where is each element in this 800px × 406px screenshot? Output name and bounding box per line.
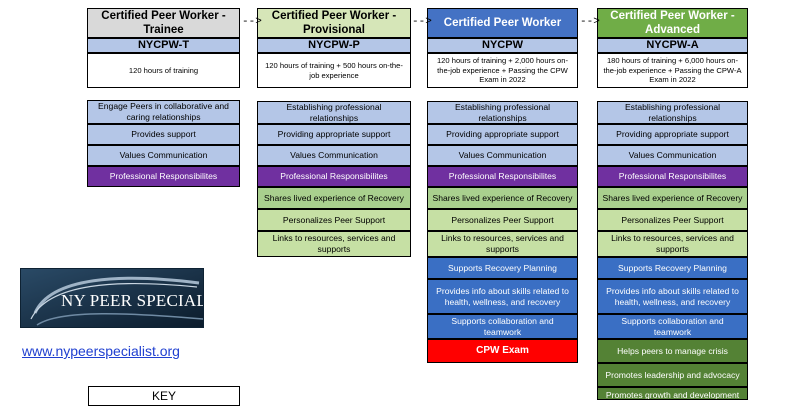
website-link[interactable]: www.nypeerspecialist.org — [22, 343, 180, 359]
competency-cell: Shares lived experience of Recovery — [597, 187, 748, 209]
competency-cell: Personalizes Peer Support — [257, 209, 411, 231]
level-code-trainee: NYCPW-T — [87, 38, 240, 53]
competency-cell: Professional Responsibilites — [87, 166, 240, 187]
competency-cell: Values Communication — [87, 145, 240, 166]
competency-cell: Provides info about skills related to he… — [597, 279, 748, 314]
competency-cell: Professional Responsibilites — [427, 166, 578, 187]
level-title-cpw: Certified Peer Worker — [427, 8, 578, 38]
competency-cell: Professional Responsibilites — [597, 166, 748, 187]
level-code-advanced: NYCPW-A — [597, 38, 748, 53]
competency-cell: Links to resources, services and support… — [597, 231, 748, 257]
level-requirements-trainee: 120 hours of training — [87, 53, 240, 88]
competency-cell: Supports collaboration and teamwork — [427, 314, 578, 339]
competency-cell: Helps peers to manage crisis — [597, 339, 748, 363]
competency-cell: Provides support — [87, 124, 240, 145]
competency-cell: Engage Peers in collaborative and caring… — [87, 100, 240, 124]
competency-cell: Promotes leadership and advocacy — [597, 363, 748, 387]
level-title-trainee: Certified Peer Worker - Trainee — [87, 8, 240, 38]
level-title-advanced: Certified Peer Worker - Advanced — [597, 8, 748, 38]
competency-cell: Supports collaboration and teamwork — [597, 314, 748, 339]
competency-cell: Values Communication — [427, 145, 578, 166]
competency-cell: Links to resources, services and support… — [427, 231, 578, 257]
ny-peer-specialists-logo: NY PEER SPECIALISTS — [20, 268, 204, 328]
logo-text: NY PEER SPECIALISTS — [61, 291, 203, 310]
competency-cell: Personalizes Peer Support — [427, 209, 578, 231]
competency-cell: Establishing professional relationships — [427, 101, 578, 124]
level-title-provisional: Certified Peer Worker - Provisional — [257, 8, 411, 38]
competency-cell: Establishing professional relationships — [597, 101, 748, 124]
competency-cell: Shares lived experience of Recovery — [257, 187, 411, 209]
competency-cell: Supports Recovery Planning — [427, 257, 578, 279]
competency-cell: Personalizes Peer Support — [597, 209, 748, 231]
arrow-connector: --> — [580, 16, 600, 28]
competency-cell: Links to resources, services and support… — [257, 231, 411, 257]
competency-cell: Provides info about skills related to he… — [427, 279, 578, 314]
level-requirements-cpw: 120 hours of training + 2,000 hours on-t… — [427, 53, 578, 88]
key-label: KEY — [151, 389, 176, 403]
key-legend: KEY — [88, 386, 240, 406]
competency-cell: Values Communication — [257, 145, 411, 166]
arrow-connector: --> — [412, 16, 432, 28]
competency-cell: Professional Responsibilites — [257, 166, 411, 187]
cpw-exam-cell: CPW Exam — [427, 339, 578, 363]
competency-cell: Shares lived experience of Recovery — [427, 187, 578, 209]
competency-cell: Promotes growth and development — [597, 387, 748, 400]
competency-cell: Establishing professional relationships — [257, 101, 411, 124]
competency-cell: Providing appropriate support — [597, 124, 748, 145]
competency-cell: Supports Recovery Planning — [597, 257, 748, 279]
competency-cell: Providing appropriate support — [257, 124, 411, 145]
level-requirements-provisional: 120 hours of training + 500 hours on-the… — [257, 53, 411, 88]
level-code-cpw: NYCPW — [427, 38, 578, 53]
swoosh-icon — [21, 269, 203, 327]
competency-cell: Values Communication — [597, 145, 748, 166]
level-requirements-advanced: 180 hours of training + 6,000 hours on-t… — [597, 53, 748, 88]
arrow-connector: --> — [242, 16, 262, 28]
level-code-provisional: NYCPW-P — [257, 38, 411, 53]
competency-cell: Providing appropriate support — [427, 124, 578, 145]
